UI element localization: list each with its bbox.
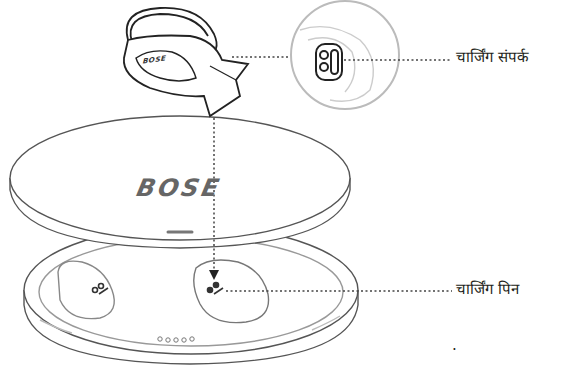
callout-label: चार्जिंग पिन bbox=[456, 280, 519, 298]
detail-circle bbox=[291, 1, 399, 109]
arrowhead bbox=[209, 270, 219, 280]
earbud bbox=[124, 8, 248, 116]
case-lid bbox=[10, 116, 350, 240]
charging-contacts bbox=[316, 44, 342, 80]
leader-lines bbox=[214, 57, 452, 291]
callout-label: चार्जिंग संपर्क bbox=[456, 48, 529, 66]
stray-mark: . bbox=[452, 336, 457, 354]
brand-logo: BOSE bbox=[134, 174, 224, 203]
left-well bbox=[58, 261, 114, 319]
case-tray bbox=[39, 238, 343, 346]
charging-pins bbox=[93, 283, 224, 295]
